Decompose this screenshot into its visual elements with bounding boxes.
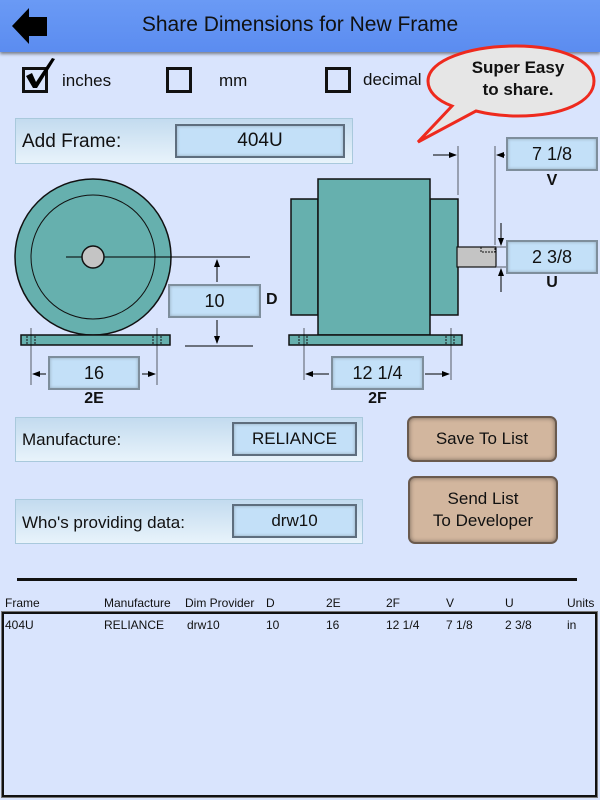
manufacture-input[interactable]: RELIANCE bbox=[232, 422, 357, 456]
decimal-checkbox[interactable] bbox=[325, 67, 351, 93]
column-header-v: V bbox=[446, 596, 455, 610]
speech-bubble-icon bbox=[416, 44, 596, 144]
add-frame-panel: Add Frame: 404U bbox=[15, 118, 353, 164]
send-list-line-1: Send List bbox=[447, 489, 519, 508]
dimension-u-label: U bbox=[546, 274, 558, 291]
checkmark-icon bbox=[26, 58, 55, 88]
dimension-2e-label: 2E bbox=[84, 390, 104, 407]
callout-line-1: Super Easy bbox=[471, 58, 565, 77]
motor-front-view bbox=[14, 178, 253, 385]
dimension-v-input[interactable]: 7 1/8 bbox=[506, 137, 598, 171]
cell-v: 7 1/8 bbox=[446, 618, 473, 632]
back-arrow-icon bbox=[12, 8, 47, 44]
decimal-label: decimal bbox=[363, 70, 422, 89]
cell-units: in bbox=[567, 618, 577, 632]
callout-text: Super Easy to share. bbox=[448, 57, 588, 101]
send-list-line-2: To Developer bbox=[432, 511, 534, 530]
dimension-v-label: V bbox=[546, 172, 558, 189]
cell-2f: 12 1/4 bbox=[386, 618, 420, 632]
column-header-manufacture: Manufacture bbox=[104, 596, 171, 610]
mm-label: mm bbox=[219, 71, 248, 90]
callout-line-2: to share. bbox=[482, 80, 554, 99]
column-header-dim-provider: Dim Provider bbox=[185, 596, 255, 610]
add-frame-label: Add Frame: bbox=[22, 131, 122, 152]
save-to-list-button[interactable]: Save To List bbox=[407, 416, 557, 462]
send-list-button[interactable]: Send List To Developer bbox=[408, 476, 558, 544]
dimension-d-input[interactable]: 10 bbox=[168, 284, 261, 318]
dimension-2f-label: 2F bbox=[368, 390, 387, 407]
manufacture-panel: Manufacture: RELIANCE bbox=[15, 417, 363, 462]
saved-frames-list[interactable] bbox=[1, 611, 598, 798]
provider-label: Who's providing data: bbox=[22, 513, 185, 532]
dimension-u-input[interactable]: 2 3/8 bbox=[506, 240, 598, 274]
provider-panel: Who's providing data: drw10 bbox=[15, 499, 363, 544]
dimension-2f-input[interactable]: 12 1/4 bbox=[331, 356, 424, 390]
inches-label: inches bbox=[62, 71, 112, 90]
dimension-d-label: D bbox=[266, 291, 278, 308]
cell-d: 10 bbox=[266, 618, 280, 632]
column-header-d: D bbox=[266, 596, 275, 610]
column-header-2e: 2E bbox=[326, 596, 341, 610]
frame-input[interactable]: 404U bbox=[175, 124, 345, 158]
page-title: Share Dimensions for New Frame bbox=[141, 13, 459, 36]
column-header-frame: Frame bbox=[5, 596, 40, 610]
cell-frame: 404U bbox=[5, 618, 34, 632]
column-header-2f: 2F bbox=[386, 596, 401, 610]
motor-side-view bbox=[288, 146, 506, 380]
cell-manufacture: RELIANCE bbox=[104, 618, 165, 632]
header-bar: Share Dimensions for New Frame bbox=[0, 0, 600, 52]
back-button[interactable] bbox=[10, 6, 50, 46]
motor-diagram bbox=[14, 146, 506, 385]
unit-option-inches[interactable] bbox=[22, 58, 55, 93]
cell-u: 2 3/8 bbox=[505, 618, 532, 632]
column-header-units: Units bbox=[567, 596, 595, 610]
section-divider bbox=[17, 578, 577, 581]
mm-checkbox[interactable] bbox=[166, 67, 192, 93]
provider-input[interactable]: drw10 bbox=[232, 504, 357, 538]
dimension-2e-input[interactable]: 16 bbox=[48, 356, 140, 390]
column-header-u: U bbox=[505, 596, 514, 610]
manufacture-label: Manufacture: bbox=[22, 430, 122, 449]
cell-dim-provider: drw10 bbox=[187, 618, 220, 632]
table-row[interactable]: 404U RELIANCE drw10 10 16 12 1/4 7 1/8 2… bbox=[2, 614, 597, 634]
cell-2e: 16 bbox=[326, 618, 340, 632]
inches-checkbox[interactable] bbox=[22, 58, 55, 93]
